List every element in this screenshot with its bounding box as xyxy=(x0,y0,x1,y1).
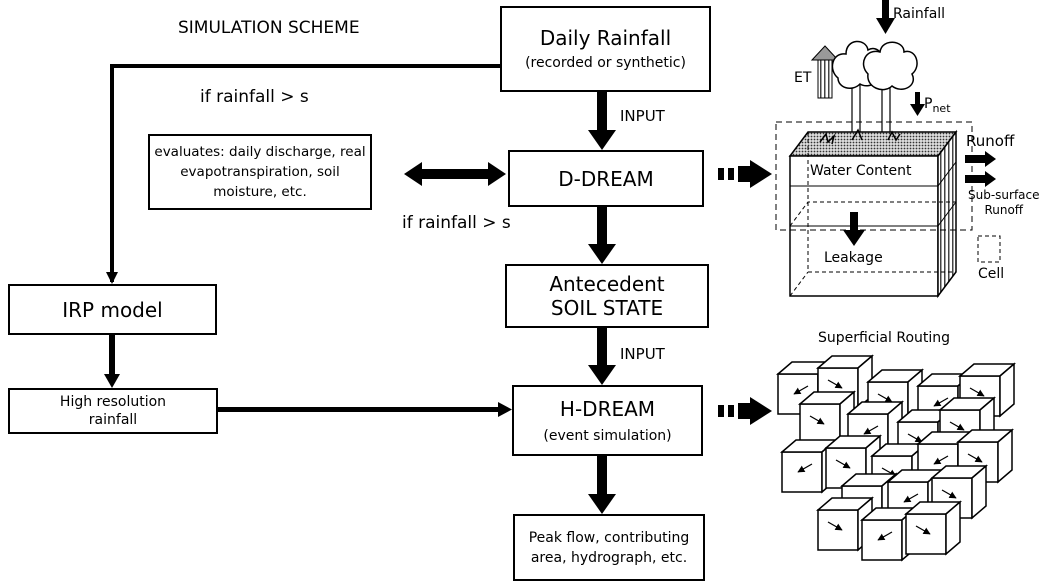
h-dream-box: H-DREAM (event simulation) xyxy=(512,385,703,456)
arrow-hdream-to-outputs xyxy=(588,456,616,514)
cell-subsurface-label: Sub-surface Runoff xyxy=(968,188,1040,218)
et-arrow xyxy=(810,45,840,99)
cell-runoff-label: Runoff xyxy=(966,132,1015,150)
cell-legend-label: Cell xyxy=(978,266,1005,282)
daily-rainfall-box: Daily Rainfall (recorded or synthetic) xyxy=(500,6,711,92)
evaluates-box: evaluates: daily discharge, real evapotr… xyxy=(148,134,372,210)
arrow-highres-to-hdream xyxy=(218,402,512,417)
outputs-text: Peak flow, contributing area, hydrograph… xyxy=(528,529,690,566)
arrow-evaluates-ddream xyxy=(404,162,506,186)
d-dream-title: D-DREAM xyxy=(558,166,654,191)
trees-icon xyxy=(831,40,918,143)
high-res-box: High resolution rainfall xyxy=(8,388,218,434)
condition-left-label: if rainfall > s xyxy=(200,87,309,107)
cell-subsurface-line1: Sub-surface xyxy=(968,188,1040,202)
antecedent-box: Antecedent SOIL STATE xyxy=(505,264,709,328)
daily-rainfall-subtitle: (recorded or synthetic) xyxy=(525,55,686,71)
cell-water-content-label: Water Content xyxy=(810,163,912,179)
d-dream-box: D-DREAM xyxy=(508,150,704,207)
cell-diagram xyxy=(775,0,1001,299)
h-dream-subtitle: (event simulation) xyxy=(543,427,672,444)
arrow-rainfall-to-ddream xyxy=(588,92,616,150)
dashed-arrow-hdream-to-routing xyxy=(718,397,772,425)
high-res-text: High resolution rainfall xyxy=(59,394,167,428)
routing-cube xyxy=(903,500,963,556)
arrowhead-to-irp xyxy=(106,272,118,284)
outputs-box: Peak flow, contributing area, hydrograph… xyxy=(513,514,705,581)
scheme-title: SIMULATION SCHEME xyxy=(178,18,360,38)
cell-rainfall-label: Rainfall xyxy=(893,6,946,22)
antecedent-line1: Antecedent xyxy=(549,272,665,296)
routing-cubes xyxy=(775,354,1017,562)
arrow-antecedent-to-hdream xyxy=(588,328,616,385)
evaluates-text: evaluates: daily discharge, real evapotr… xyxy=(154,144,366,200)
irp-model-title: IRP model xyxy=(62,297,163,322)
cell-subsurface-line2: Runoff xyxy=(984,203,1024,217)
cell-et-label: ET xyxy=(794,70,812,86)
condition-center-label: if rainfall > s xyxy=(402,213,511,233)
daily-rainfall-title: Daily Rainfall xyxy=(539,26,672,50)
arrow-irp-to-highres xyxy=(104,335,120,388)
irp-model-box: IRP model xyxy=(8,284,217,335)
routing-title: Superficial Routing xyxy=(818,330,951,346)
cell-leakage-label: Leakage xyxy=(824,250,883,266)
input-label-2: INPUT xyxy=(620,345,665,363)
connector-rainfall-to-irp xyxy=(110,64,500,282)
dashed-arrow-ddream-to-cell xyxy=(718,160,772,188)
soil-block xyxy=(788,128,958,299)
h-dream-title: H-DREAM xyxy=(559,396,656,421)
cell-pnet-sub: net xyxy=(932,101,951,115)
input-label-1: INPUT xyxy=(620,107,665,125)
antecedent-line2: SOIL STATE xyxy=(550,296,664,320)
cell-pnet-label: Pnet xyxy=(924,96,951,115)
cell-pnet-main: P xyxy=(924,96,933,112)
arrow-ddream-to-antecedent xyxy=(588,207,616,264)
